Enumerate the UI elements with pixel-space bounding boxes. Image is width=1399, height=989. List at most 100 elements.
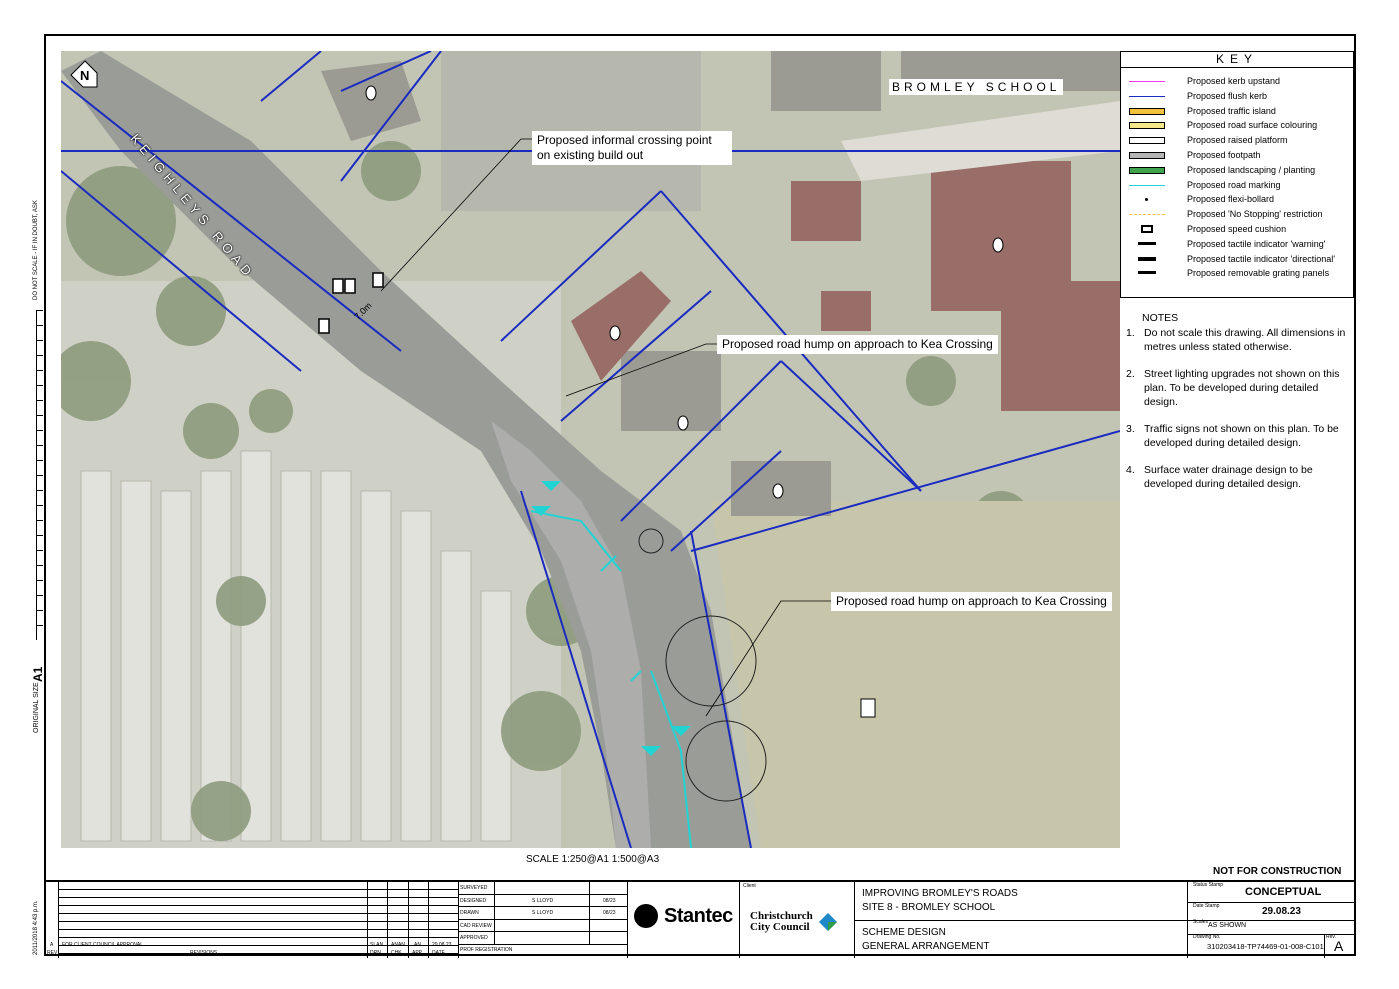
rev-header-revisions: REVISIONS <box>190 950 218 956</box>
rev-letter: A <box>50 942 54 948</box>
date-stamp: 29.08.23 <box>1262 906 1301 917</box>
rev-header-drn: DRN <box>370 950 381 956</box>
key-symbol-icon <box>1129 166 1165 174</box>
status-label: Status Stamp <box>1193 882 1224 888</box>
client-label: Client <box>743 883 756 889</box>
signoff-role: APPROVED <box>460 935 488 941</box>
key-row: Proposed flexi-bollard <box>1121 192 1355 207</box>
drawing-title: SCHEME DESIGN GENERAL ARRANGEMENT <box>862 927 990 952</box>
callout-informal-crossing: Proposed informal crossing point on exis… <box>532 131 732 165</box>
key-symbol-icon <box>1138 256 1156 261</box>
key-label: Proposed landscaping / planting <box>1187 164 1316 175</box>
notes-heading: NOTES <box>1142 312 1179 324</box>
note-item: 2.Street lighting upgrades not shown on … <box>1126 368 1340 408</box>
original-size-label: ORIGINAL SIZE <box>33 682 40 733</box>
key-label: Proposed kerb upstand <box>1187 76 1281 86</box>
plot-timestamp: 2011/2018 4:43 p.m. <box>33 900 39 955</box>
callout-road-hump-2: Proposed road hump on approach to Kea Cr… <box>831 592 1112 611</box>
rev-by: SLAN <box>370 942 384 948</box>
signoff-name: S LLOYD <box>532 898 554 904</box>
note-item: 3.Traffic signs not shown on this plan. … <box>1126 423 1339 449</box>
key-symbol-icon <box>1138 241 1156 245</box>
rev-description: FOR CLIENT COUNCIL APPROVAL <box>62 942 144 948</box>
project-title: IMPROVING BROMLEY'S ROADS SITE 8 - BROML… <box>862 888 1018 913</box>
key-symbol-icon <box>1129 107 1165 115</box>
key-symbol-icon <box>1129 81 1165 82</box>
key-symbol-icon <box>1129 95 1165 97</box>
signoff-role: SURVEYED <box>460 885 488 891</box>
do-not-scale-note: DO NOT SCALE - IF IN DOUBT, ASK <box>33 200 39 300</box>
key-row: Proposed traffic island <box>1121 104 1355 119</box>
key-symbol-icon <box>1129 137 1165 145</box>
status-stamp: CONCEPTUAL <box>1245 886 1322 898</box>
signoff-role: PROF REGISTRATION <box>460 947 513 953</box>
drawing-no-label: Drawing No. <box>1193 934 1221 940</box>
ccc-logo-icon <box>818 912 838 932</box>
key-label: Proposed tactile indicator 'warning' <box>1187 238 1326 249</box>
drawing-sheet-border <box>44 34 1356 956</box>
signoff-role: CAD REVIEW <box>460 923 492 929</box>
key-label: Proposed traffic island <box>1187 105 1276 116</box>
north-arrow-icon: N <box>69 59 99 89</box>
key-row: Proposed footpath <box>1121 148 1355 163</box>
scale-label: Scales <box>1193 919 1209 925</box>
callout-road-hump-1: Proposed road hump on approach to Kea Cr… <box>717 335 998 354</box>
key-symbol-icon <box>1129 214 1165 216</box>
rev-chk: ANAN <box>391 942 405 948</box>
key-symbol-icon <box>1145 198 1148 202</box>
scale-value: AS SHOWN <box>1208 922 1247 929</box>
key-symbol-icon <box>1141 225 1153 233</box>
key-label: Proposed road surface colouring <box>1187 120 1318 131</box>
revision-value: A <box>1334 938 1344 954</box>
signoff-role: DRAWN <box>460 910 479 916</box>
map-drawing <box>61 51 1120 848</box>
title-block <box>44 880 1356 958</box>
rev-header-date: DATE <box>432 950 445 956</box>
rev-header-chk: CHK <box>391 950 402 956</box>
school-name-label: BROMLEY SCHOOL <box>889 79 1064 95</box>
key-label: Proposed removable grating panels <box>1187 268 1330 279</box>
notes-section: NOTES 1.Do not scale this drawing. All d… <box>1126 311 1348 504</box>
key-symbol-icon <box>1129 184 1165 186</box>
key-row: Proposed removable grating panels <box>1121 266 1355 281</box>
signoff-date: 08/23 <box>603 898 616 904</box>
signoff-name: S LLOYD <box>532 910 554 916</box>
key-label: Proposed tactile indicator 'directional' <box>1187 253 1336 264</box>
key-row: Proposed kerb upstand <box>1121 74 1355 89</box>
north-label: N <box>80 68 90 83</box>
key-symbol-icon <box>1129 152 1165 159</box>
key-row: Proposed speed cushion <box>1121 222 1355 237</box>
key-label: Proposed speed cushion <box>1187 224 1287 234</box>
note-item: 1.Do not scale this drawing. All dimensi… <box>1126 327 1346 353</box>
key-label: Proposed flexi-bollard <box>1187 194 1275 205</box>
key-label: Proposed 'No Stopping' restriction <box>1187 209 1323 220</box>
signoff-role: DESIGNED <box>460 898 487 904</box>
key-row: Proposed landscaping / planting <box>1121 163 1355 178</box>
rev-header-rev: REV <box>47 950 58 956</box>
key-title: KEY <box>1121 52 1353 68</box>
rev-header-app: APP <box>412 950 423 956</box>
key-label: Proposed raised platform <box>1187 135 1288 146</box>
key-label: Proposed flush kerb <box>1187 90 1268 101</box>
original-size-value: A1 <box>31 666 45 682</box>
signoff-date: 08/23 <box>603 910 616 916</box>
not-for-construction-label: NOT FOR CONSTRUCTION <box>1213 866 1342 877</box>
aerial-map: N KEIGHLEYS ROAD BROMLEY SCHOOL 7.0m Pro… <box>61 51 1120 848</box>
key-symbol-icon <box>1138 271 1156 275</box>
key-row: Proposed 'No Stopping' restriction <box>1121 207 1355 222</box>
key-row: Proposed road marking <box>1121 178 1355 193</box>
client-logo-text: Christchurch City Council <box>750 910 813 933</box>
drawing-number: 310203418-TP74469-01-008-C101 <box>1207 942 1324 951</box>
rev-app: AN <box>414 942 421 948</box>
key-row: Proposed road surface colouring <box>1121 118 1355 133</box>
rev-label: Rev. <box>1326 934 1336 940</box>
key-label: Proposed footpath <box>1187 150 1261 160</box>
key-row: Proposed tactile indicator 'warning' <box>1121 237 1355 252</box>
date-label: Date Stamp <box>1193 903 1220 909</box>
key-row: Proposed tactile indicator 'directional' <box>1121 252 1355 267</box>
scale-text: SCALE 1:250@A1 1:500@A3 <box>526 854 660 865</box>
stantec-logo-icon <box>634 904 658 928</box>
key-row: Proposed raised platform <box>1121 133 1355 148</box>
consultant-logo-text: Stantec <box>664 905 733 927</box>
